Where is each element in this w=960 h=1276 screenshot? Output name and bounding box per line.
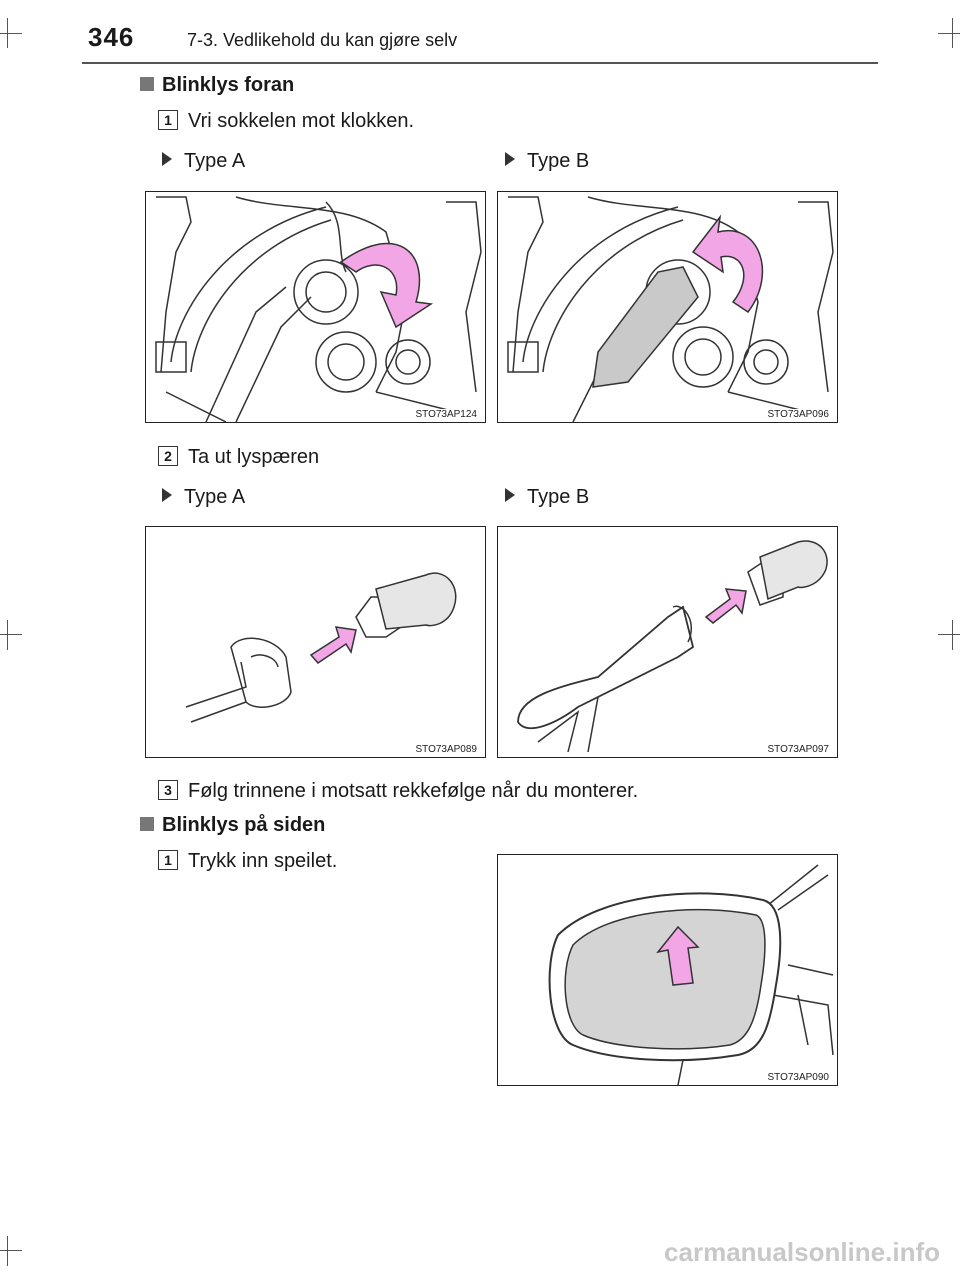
bulb-illustration bbox=[517, 540, 828, 753]
type-b-label: Type B bbox=[505, 486, 589, 509]
type-b-label: Type B bbox=[505, 150, 589, 173]
figure-code: STO73AP096 bbox=[765, 409, 831, 420]
step-text: Trykk inn speilet. bbox=[188, 850, 338, 872]
crop-mark bbox=[938, 634, 960, 635]
crop-mark bbox=[7, 1236, 8, 1266]
figure-mirror: STO73AP090 bbox=[497, 854, 838, 1086]
crop-mark bbox=[0, 1250, 22, 1251]
triangle-icon bbox=[505, 152, 515, 166]
socket-illustration bbox=[507, 196, 834, 422]
figure-code: STO73AP089 bbox=[413, 744, 479, 755]
section-title: 7-3. Vedlikehold du kan gjøre selv bbox=[187, 30, 458, 50]
crop-mark bbox=[952, 18, 953, 48]
heading-square-icon bbox=[140, 77, 154, 91]
type-a-label: Type A bbox=[162, 486, 245, 509]
triangle-icon bbox=[162, 152, 172, 166]
page-number: 346 bbox=[88, 22, 135, 52]
heading-front-indicator: Blinklys foran bbox=[140, 74, 294, 97]
step-number: 3 bbox=[158, 780, 178, 800]
step-text: Følg trinnene i motsatt rekkefølge når d… bbox=[188, 780, 639, 802]
step-number: 1 bbox=[158, 850, 178, 870]
mirror-illustration bbox=[548, 864, 834, 1085]
figure-code: STO73AP097 bbox=[765, 744, 831, 755]
figure-code: STO73AP090 bbox=[765, 1072, 831, 1083]
figure-bulb-type-a: STO73AP089 bbox=[145, 526, 486, 758]
crop-mark bbox=[7, 18, 8, 48]
crop-mark bbox=[938, 33, 960, 34]
step-text: Vri sokkelen mot klokken. bbox=[188, 110, 415, 132]
step-number: 2 bbox=[158, 446, 178, 466]
crop-mark bbox=[0, 33, 22, 34]
step-text: Ta ut lyspæren bbox=[188, 446, 320, 468]
heading-side-indicator: Blinklys på siden bbox=[140, 814, 325, 837]
crop-mark bbox=[952, 620, 953, 650]
figure-code: STO73AP124 bbox=[413, 409, 479, 420]
heading-text: Blinklys foran bbox=[162, 74, 295, 96]
figure-socket-type-a: STO73AP124 bbox=[145, 191, 486, 423]
crop-mark bbox=[0, 634, 22, 635]
bulb-illustration bbox=[185, 572, 457, 723]
figure-bulb-type-b: STO73AP097 bbox=[497, 526, 838, 758]
header-divider bbox=[82, 62, 878, 64]
socket-illustration bbox=[155, 196, 482, 422]
watermark: carmanualsonline.info bbox=[664, 1237, 940, 1267]
heading-square-icon bbox=[140, 817, 154, 831]
triangle-icon bbox=[505, 488, 515, 502]
triangle-icon bbox=[162, 488, 172, 502]
crop-mark bbox=[7, 620, 8, 650]
heading-text: Blinklys på siden bbox=[162, 814, 326, 836]
figure-socket-type-b: STO73AP096 bbox=[497, 191, 838, 423]
type-a-label: Type A bbox=[162, 150, 245, 173]
step-number: 1 bbox=[158, 110, 178, 130]
